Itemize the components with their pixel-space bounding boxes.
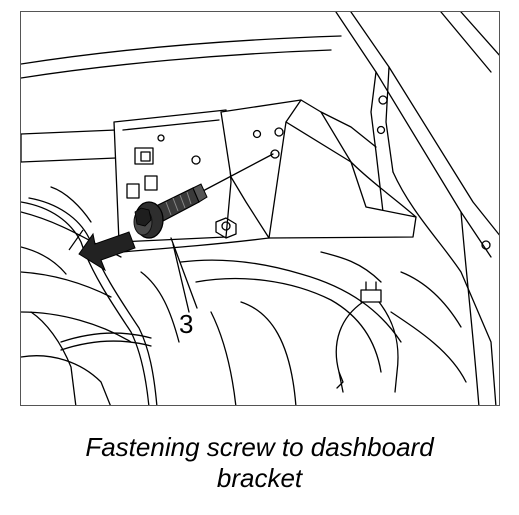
removal-arrow — [68, 229, 136, 272]
callout-number: 3 — [179, 309, 194, 339]
screw — [133, 183, 208, 239]
caption-line-1: Fastening screw to dashboard — [85, 432, 434, 462]
line-drawing — [21, 12, 499, 405]
figure-caption: Fastening screw to dashboard bracket — [0, 432, 519, 494]
caption-line-2: bracket — [216, 463, 303, 493]
illustration-frame: 3 — [20, 11, 500, 406]
